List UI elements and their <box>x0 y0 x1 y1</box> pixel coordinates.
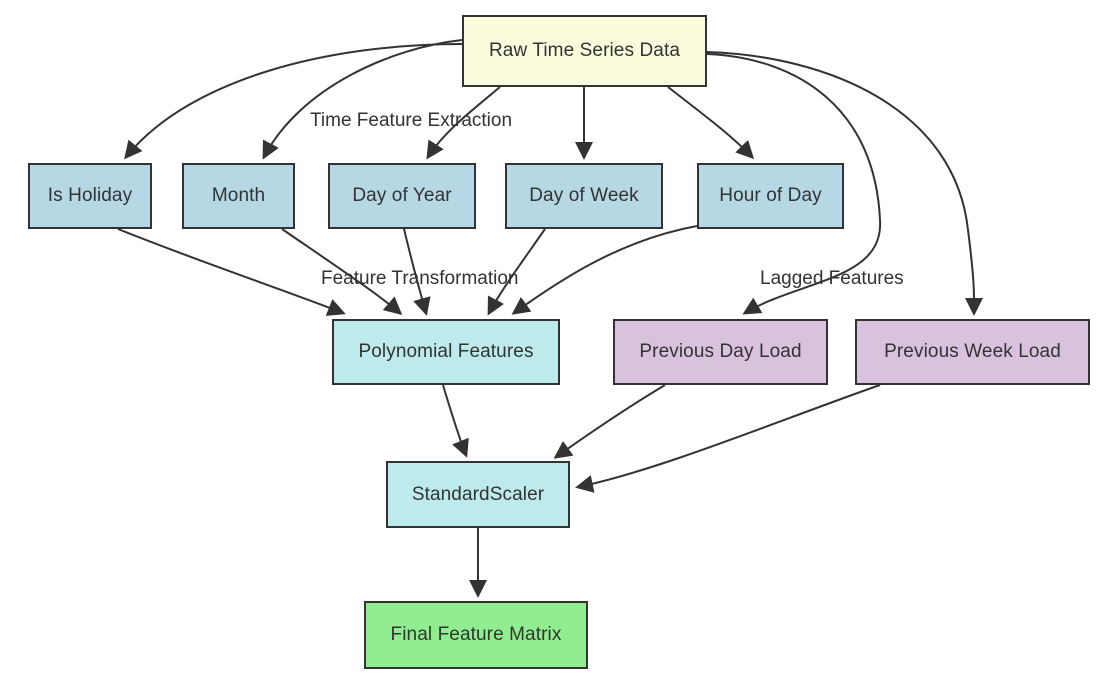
node-month[interactable]: Month <box>182 163 295 229</box>
node-raw[interactable]: Raw Time Series Data <box>462 15 707 87</box>
edge-prevday-to-scaler <box>553 384 666 459</box>
node-label: Final Feature Matrix <box>390 624 562 646</box>
edges-group <box>117 39 984 598</box>
node-dow[interactable]: Day of Week <box>505 163 663 229</box>
edge-month-to-poly <box>281 228 403 315</box>
edge-hod-to-poly <box>511 225 698 315</box>
edge-raw-to-holiday <box>124 43 463 160</box>
edge-raw-to-month <box>262 39 463 160</box>
node-label: StandardScaler <box>411 483 545 505</box>
node-label: Hour of Day <box>719 185 822 207</box>
node-label: Day of Year <box>352 185 452 207</box>
edge-prevweek-to-scaler <box>575 384 881 493</box>
node-prevweek[interactable]: Previous Week Load <box>855 319 1090 385</box>
node-prevday[interactable]: Previous Day Load <box>613 319 828 385</box>
node-doy[interactable]: Day of Year <box>328 163 476 229</box>
node-label: Previous Day Load <box>639 341 802 363</box>
edge-doy-to-poly <box>403 228 431 316</box>
node-label: Previous Week Load <box>884 341 1061 363</box>
edge-poly-to-scaler <box>442 384 469 458</box>
node-label: Day of Week <box>529 185 639 207</box>
node-hod[interactable]: Hour of Day <box>697 163 844 229</box>
node-label: Polynomial Features <box>358 341 534 363</box>
node-label: Raw Time Series Data <box>488 40 680 62</box>
edge-raw-to-hod <box>667 86 755 160</box>
edge-label-lbl-lagged: Lagged Features <box>760 268 904 289</box>
edge-dow-to-poly <box>487 228 546 316</box>
edge-holiday-to-poly <box>117 228 346 316</box>
edge-label-lbl-transform: Feature Transformation <box>321 268 519 289</box>
node-label: Is Holiday <box>47 185 133 207</box>
edge-raw-to-prevday <box>706 53 882 315</box>
node-scaler[interactable]: StandardScaler <box>386 461 570 528</box>
node-label: Month <box>211 185 266 207</box>
edge-raw-to-doy <box>426 86 501 160</box>
edge-label-lbl-time: Time Feature Extraction <box>310 110 513 131</box>
node-holiday[interactable]: Is Holiday <box>28 163 152 229</box>
node-final[interactable]: Final Feature Matrix <box>364 601 588 669</box>
edge-raw-to-prevweek <box>706 51 984 316</box>
node-poly[interactable]: Polynomial Features <box>332 319 560 385</box>
